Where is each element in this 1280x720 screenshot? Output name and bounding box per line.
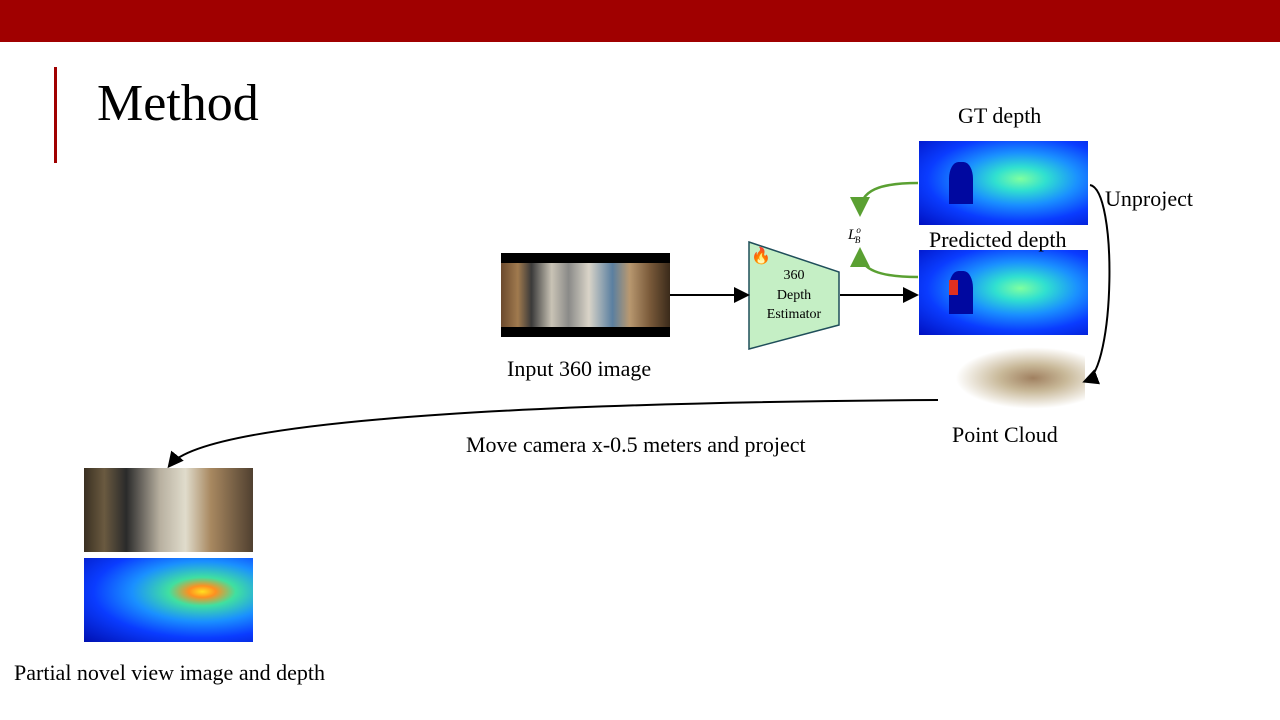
predicted-depth-label: Predicted depth bbox=[929, 227, 1067, 252]
input-image-label: Input 360 image bbox=[507, 356, 652, 381]
arrow-gt-to-loss bbox=[850, 181, 919, 217]
point-cloud-label: Point Cloud bbox=[952, 422, 1058, 447]
unproject-label: Unproject bbox=[1105, 186, 1193, 211]
estimator-label: 360 Depth Estimator bbox=[752, 266, 836, 325]
predicted-depth-image bbox=[919, 250, 1088, 335]
depth-estimator-block bbox=[748, 241, 840, 350]
gt-depth-image bbox=[919, 141, 1088, 225]
novel-view-depth bbox=[84, 558, 253, 642]
slide-title: Method bbox=[97, 75, 259, 132]
loss-superscript: o bbox=[856, 225, 861, 235]
point-cloud-image bbox=[955, 347, 1085, 409]
gt-depth-label: GT depth bbox=[958, 103, 1042, 128]
move-camera-label: Move camera x-0.5 meters and project bbox=[466, 432, 806, 457]
arrow-project-novel bbox=[167, 399, 939, 469]
top-banner bbox=[0, 0, 1280, 42]
loss-letter: L bbox=[848, 227, 857, 243]
loss-symbol: LoB bbox=[848, 221, 861, 249]
arrow-pred-to-loss bbox=[850, 247, 919, 279]
fire-icon: 🔥 bbox=[751, 248, 771, 265]
novel-view-image bbox=[84, 468, 253, 552]
partial-novel-label: Partial novel view image and depth bbox=[14, 660, 325, 685]
arrow-unproject bbox=[1082, 184, 1111, 385]
input-360-image bbox=[501, 253, 670, 337]
estimator-label-line2: Depth bbox=[776, 287, 812, 303]
loss-subscript: B bbox=[854, 235, 861, 245]
estimator-label-line1: 360 bbox=[783, 268, 805, 283]
estimator-label-line3: Estimator bbox=[766, 307, 822, 322]
title-accent-bar bbox=[54, 67, 57, 163]
